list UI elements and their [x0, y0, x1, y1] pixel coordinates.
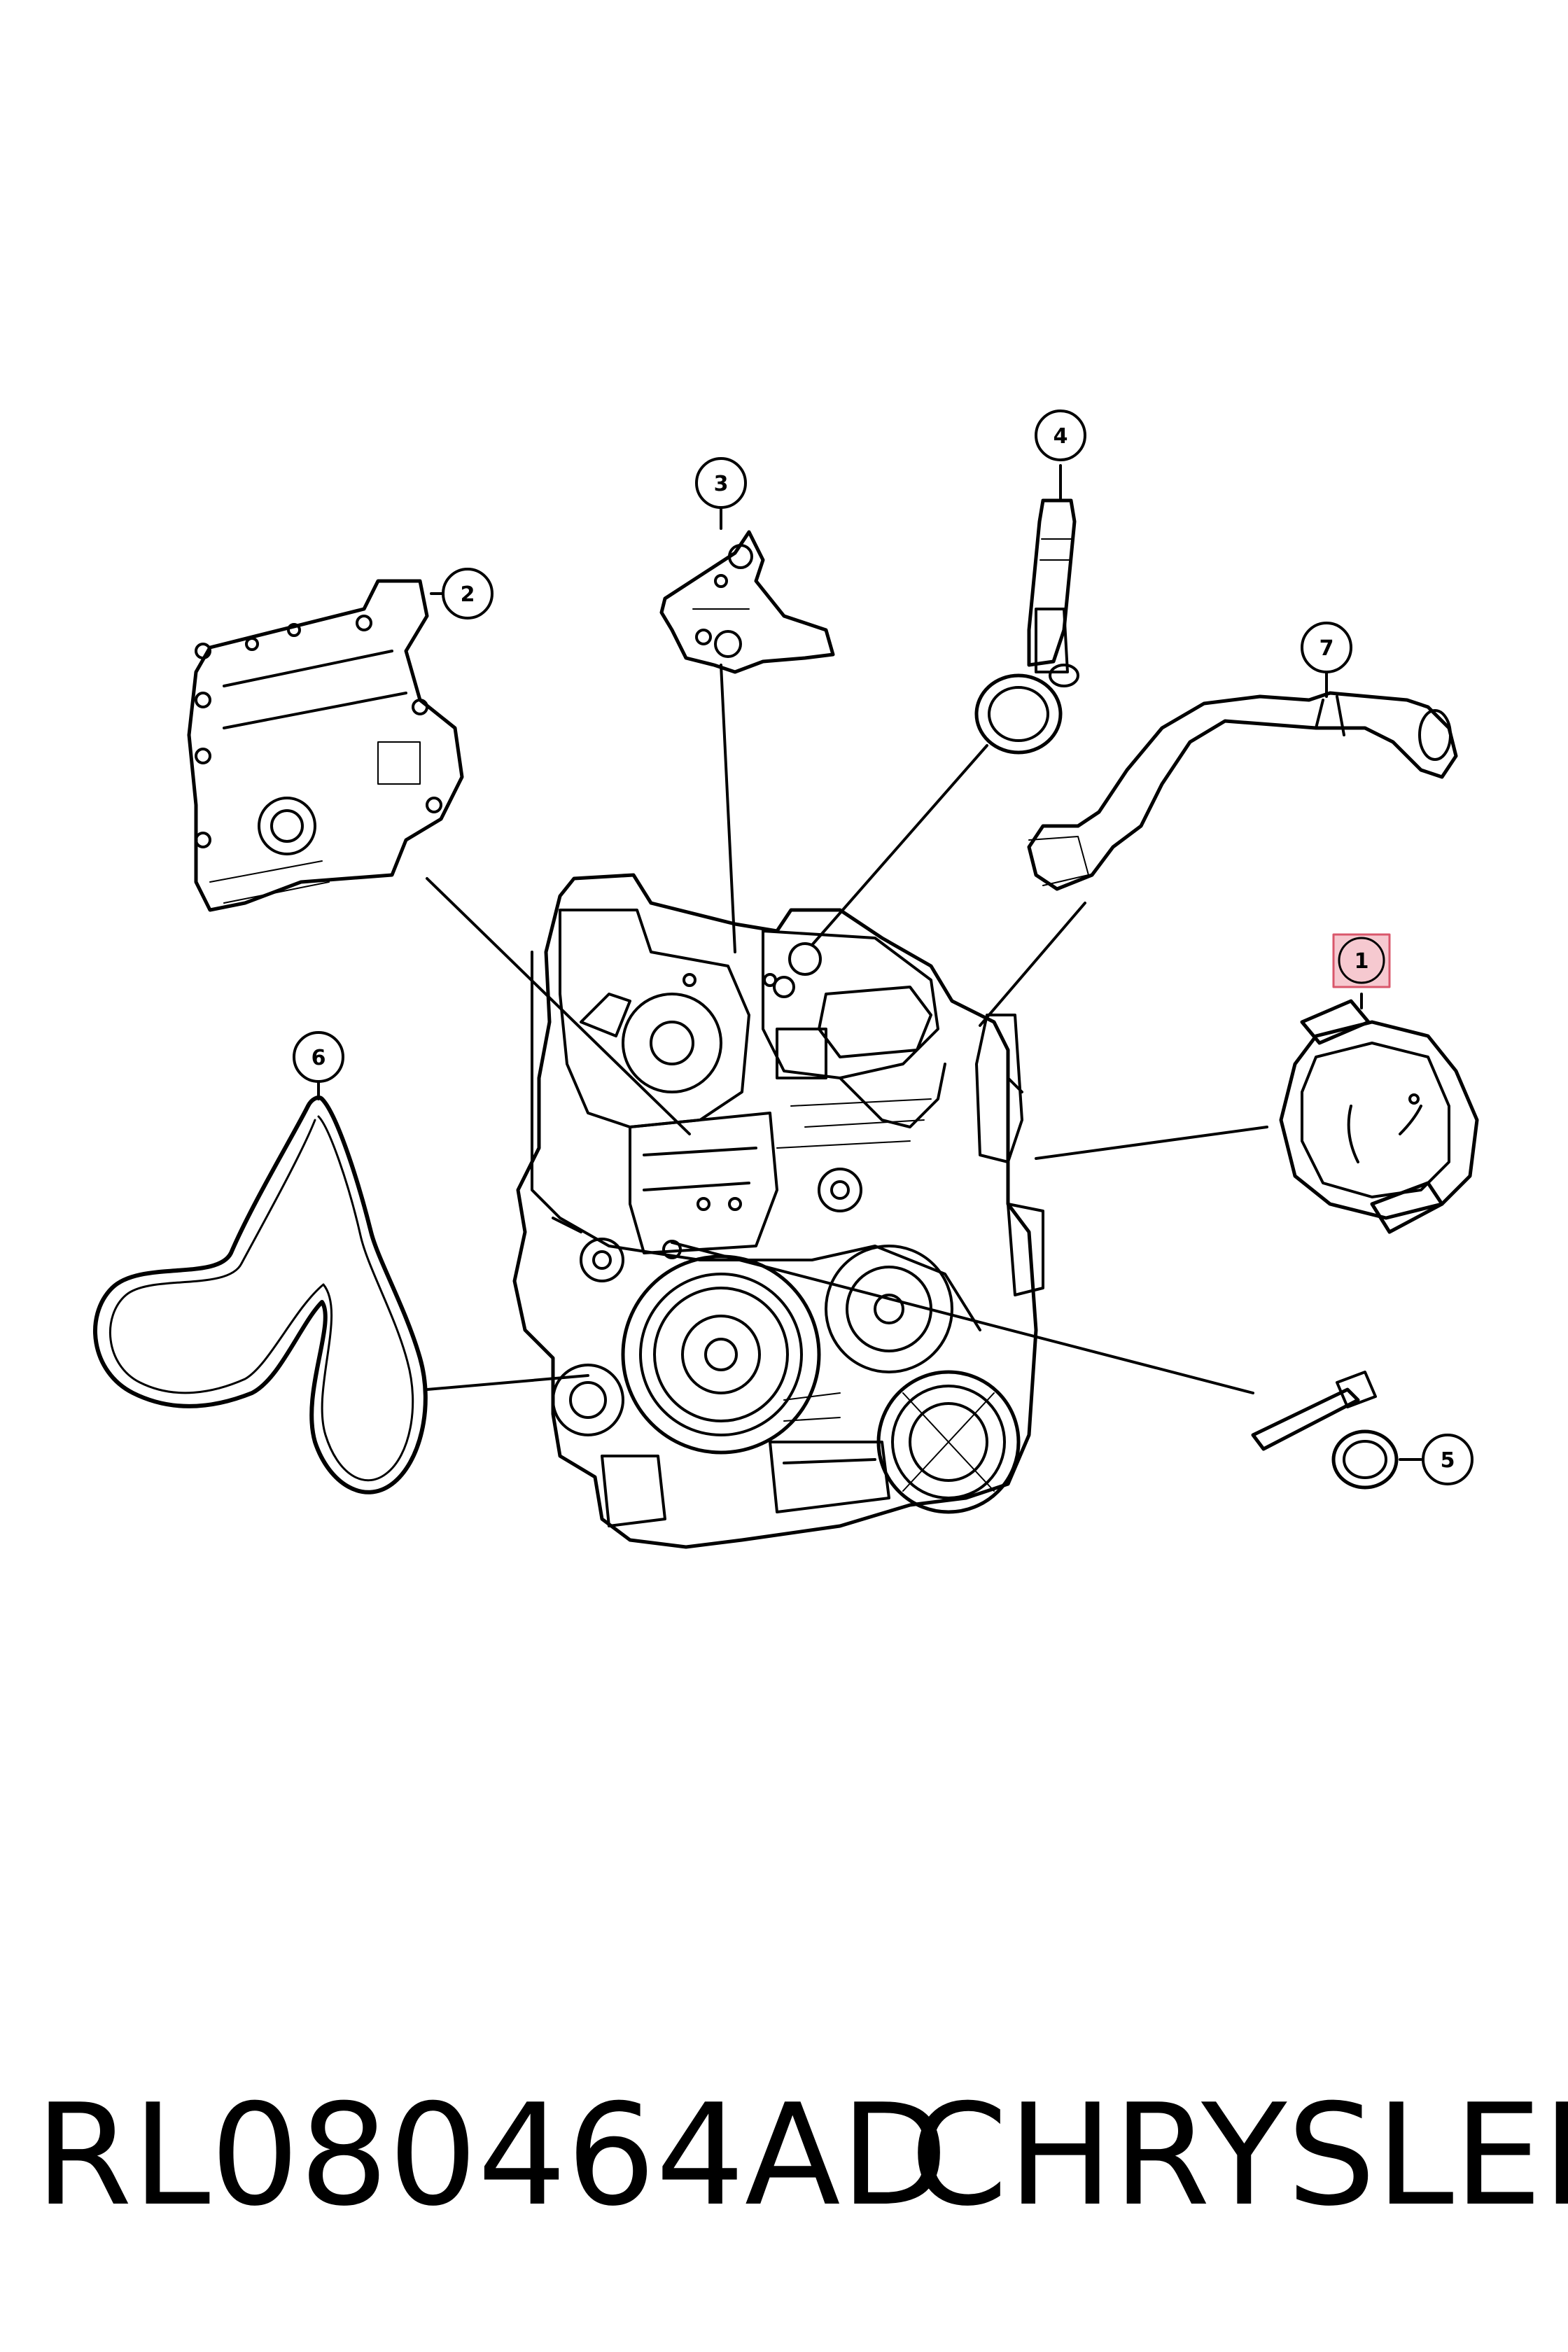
bracket-part — [659, 530, 835, 674]
callout-5-label: 5 — [1441, 1448, 1455, 1473]
bolt-part — [1251, 1371, 1399, 1490]
leader-5 — [671, 1241, 1254, 1394]
callout-5[interactable]: 5 — [1422, 1434, 1474, 1485]
leader-4 — [811, 744, 988, 946]
callout-1[interactable]: 1 — [1332, 933, 1391, 988]
callout-7-label: 7 — [1320, 636, 1334, 661]
leader-1 — [1035, 1126, 1268, 1160]
callout-3[interactable]: 3 — [695, 457, 747, 509]
leader-lines — [317, 464, 1422, 1461]
leader-3 — [720, 664, 736, 953]
callout-4-label: 4 — [1054, 424, 1068, 449]
tube-part — [1027, 691, 1458, 891]
leader-7 — [979, 902, 1086, 1027]
callout-6[interactable]: 6 — [293, 1031, 344, 1083]
tensioner-part — [974, 498, 1079, 755]
leader-2 — [426, 877, 691, 1135]
callout-7[interactable]: 7 — [1301, 622, 1352, 673]
callout-2[interactable]: 2 — [442, 568, 493, 620]
callout-2-label: 2 — [461, 582, 475, 607]
engine-assembly — [512, 873, 1044, 1549]
callout-4[interactable]: 4 — [1035, 410, 1086, 461]
serpentine-belt-part — [93, 1096, 428, 1494]
part-number: RL080464AD — [35, 2074, 948, 2237]
footer: RL080464AD CHRYSLER — [0, 2072, 1568, 2240]
callout-6-label: 6 — [312, 1046, 326, 1070]
brand-name: CHRYSLER — [910, 2074, 1568, 2237]
timing-cover-part — [187, 579, 464, 912]
leader-6 — [426, 1374, 589, 1391]
pulley-part — [1279, 999, 1479, 1234]
callout-3-label: 3 — [714, 472, 729, 496]
callout-1-label: 1 — [1354, 949, 1369, 974]
